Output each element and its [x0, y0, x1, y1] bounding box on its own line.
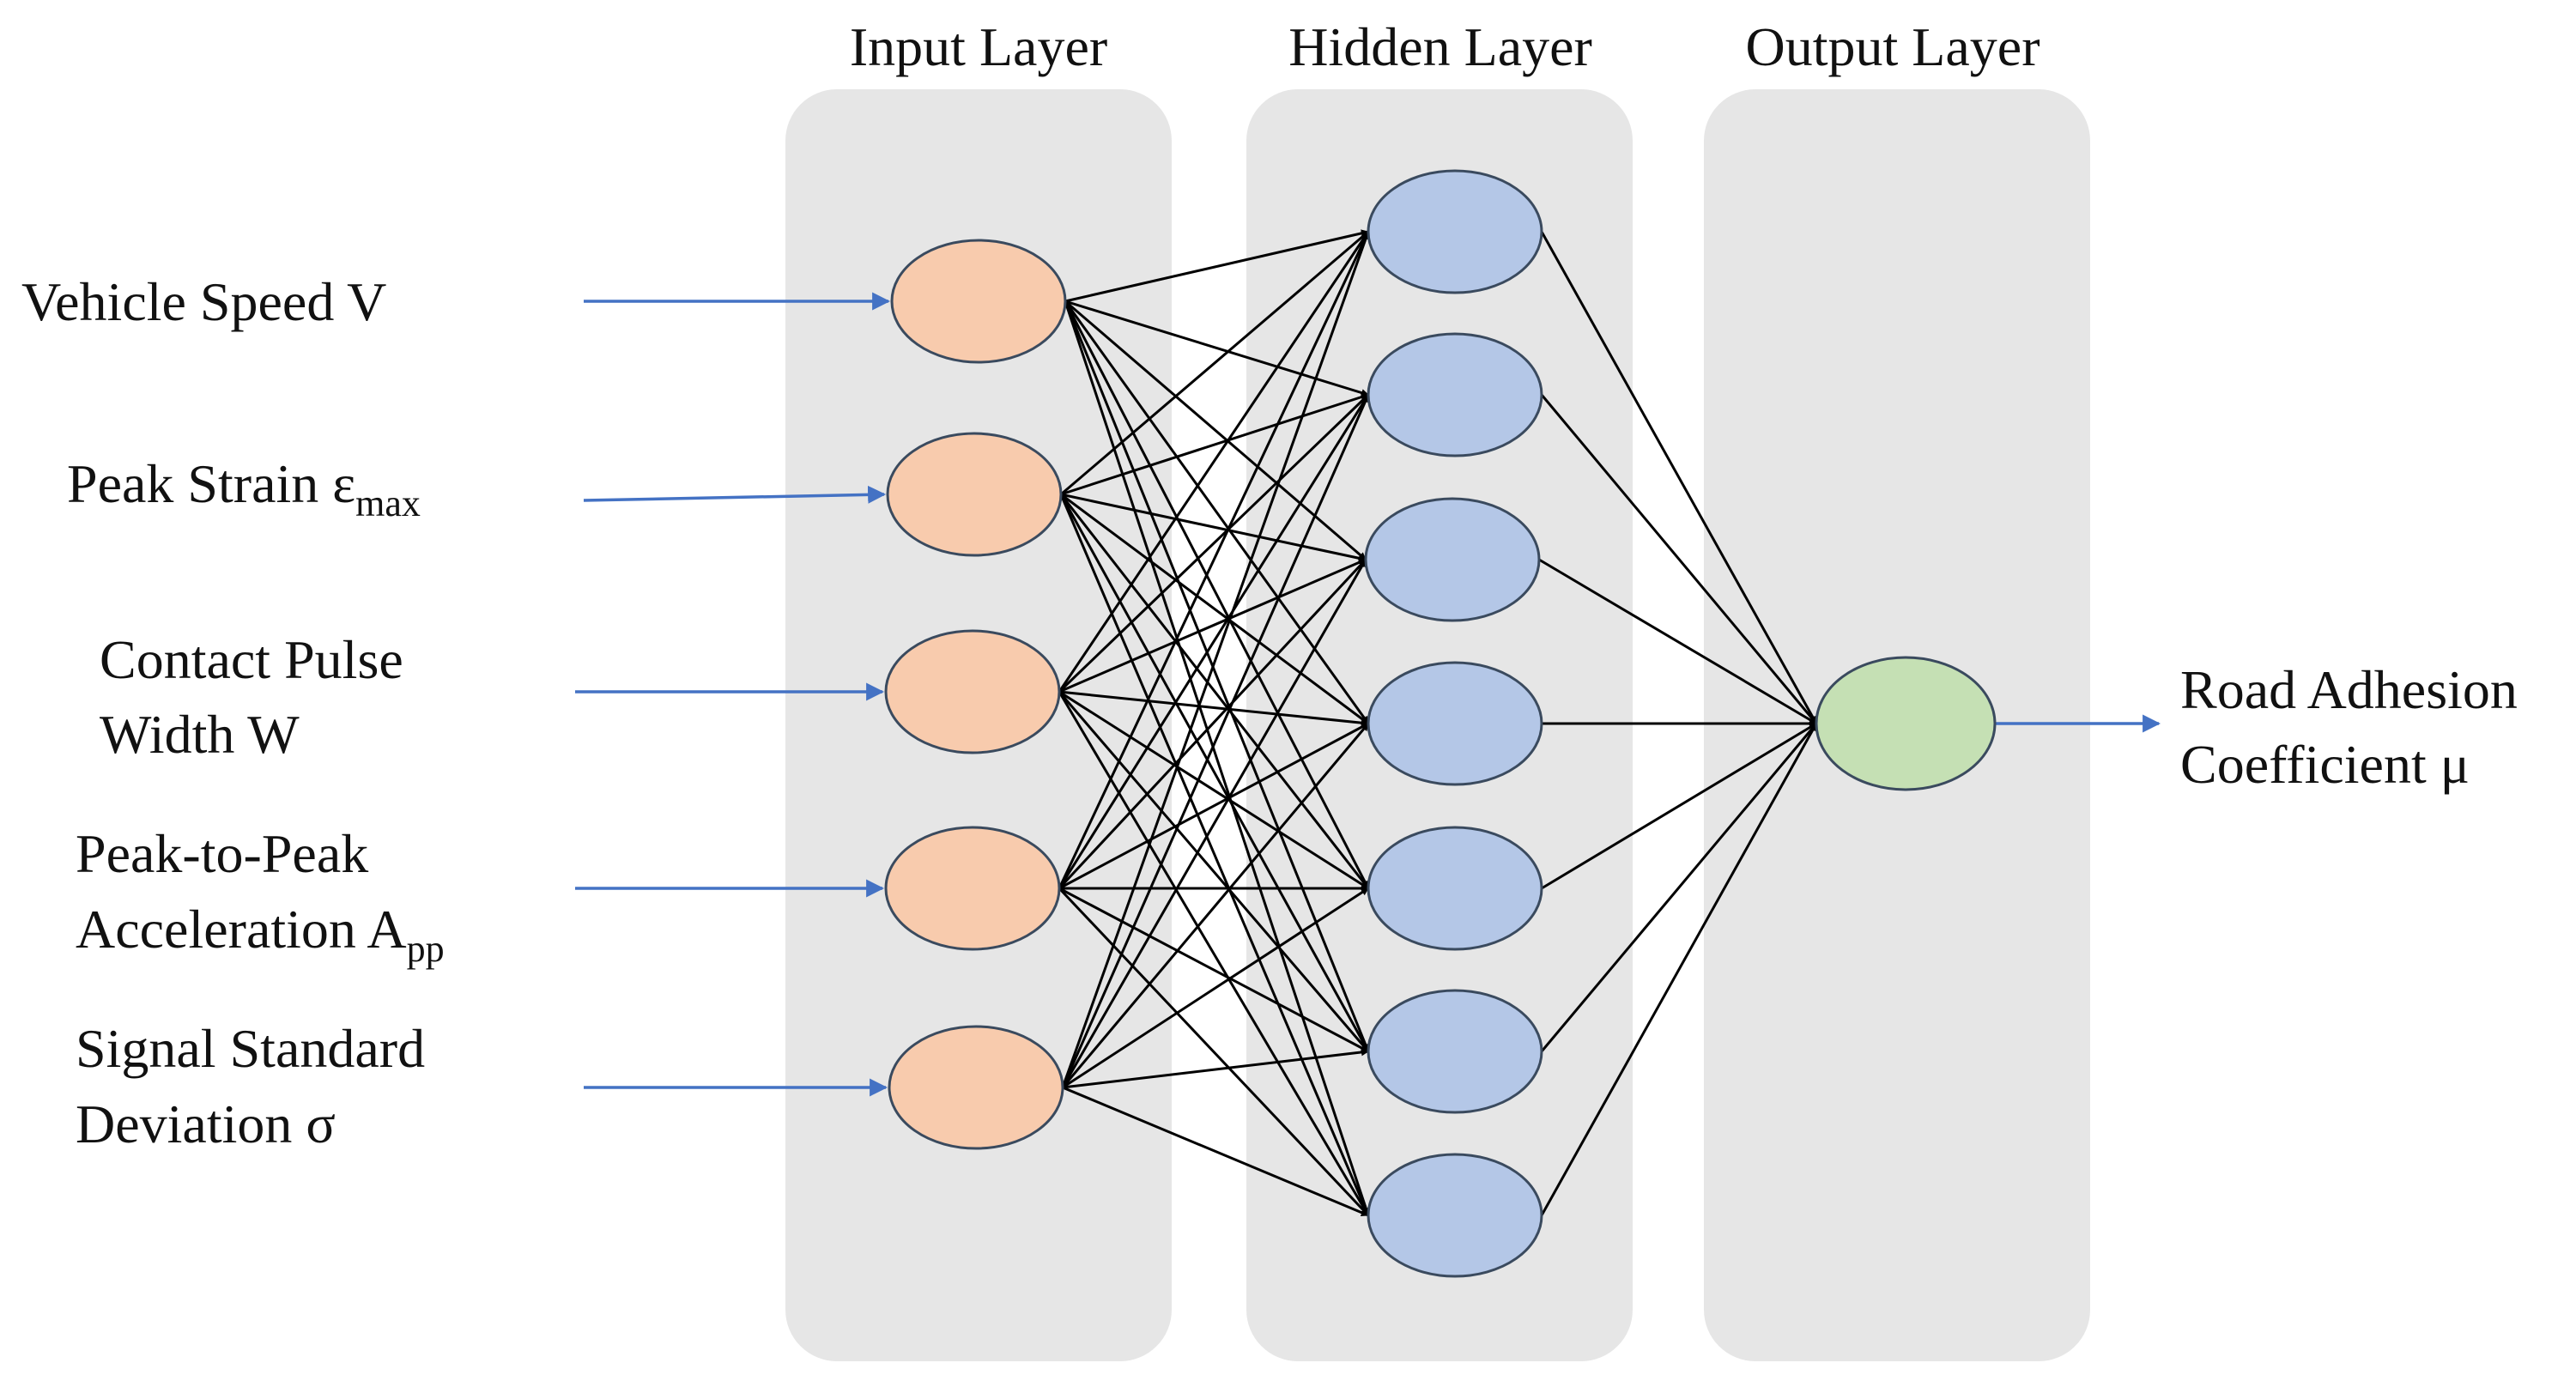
connection-input-1-hidden-2 [1064, 300, 1369, 397]
input-label-4-line-2: Acceleration App [76, 899, 445, 970]
input-label-5-line-1: Signal Standard [76, 1018, 425, 1079]
output-node [1815, 656, 1997, 791]
connection-input-2-hidden-1 [1060, 230, 1369, 496]
output-label-line-1-text: Road Adhesion [2180, 659, 2518, 720]
input-label-4-line-1: Peak-to-Peak [76, 823, 368, 884]
connection-input-4-hidden-2 [1058, 394, 1370, 889]
input-label-2-line-1-subscript: max [355, 482, 421, 524]
connection-input-1-hidden-7 [1064, 300, 1370, 1216]
hidden-node-7 [1367, 1153, 1543, 1278]
connection-hidden-1-output [1540, 231, 1818, 724]
input-label-3-line-2-text: Width W [100, 704, 300, 765]
input-label-2-line-1-text: Peak Strain ε [67, 453, 355, 514]
connection-input-5-hidden-6 [1062, 1048, 1369, 1089]
input-label-4-line-1-text: Peak-to-Peak [76, 823, 368, 884]
connection-input-5-hidden-7 [1062, 1086, 1369, 1217]
connection-input-3-hidden-1 [1058, 231, 1370, 693]
input-node-1 [890, 239, 1067, 364]
connection-input-5-hidden-5 [1062, 887, 1369, 1089]
connection-input-4-hidden-1 [1058, 231, 1370, 889]
input-label-3-line-1: Contact Pulse [100, 629, 403, 690]
hidden-node-1 [1367, 169, 1543, 294]
input-node-2 [886, 432, 1063, 557]
hidden-node-4 [1367, 661, 1543, 786]
output-label-line-2: Coefficient μ [2180, 734, 2470, 795]
input-node-5 [888, 1025, 1064, 1150]
connection-input-4-hidden-4 [1058, 722, 1369, 890]
connection-input-1-hidden-5 [1064, 300, 1370, 889]
input-label-3-line-1-text: Contact Pulse [100, 629, 403, 690]
connections [1058, 229, 1818, 1217]
connection-input-3-hidden-3 [1058, 558, 1367, 694]
hidden-node-6 [1367, 989, 1543, 1114]
connection-input-3-hidden-6 [1058, 691, 1370, 1052]
connection-input-1-hidden-1 [1064, 229, 1369, 303]
nodes [884, 169, 1997, 1278]
layer-titles: Input Layer Hidden Layer Output Layer [850, 16, 2040, 77]
input-label-1-line-1-text: Vehicle Speed V [21, 271, 386, 332]
connection-input-4-hidden-3 [1058, 558, 1367, 890]
connection-input-2-hidden-3 [1060, 493, 1367, 562]
input-label-5-line-1-text: Signal Standard [76, 1018, 425, 1079]
connection-input-1-hidden-4 [1064, 300, 1370, 724]
input-label-1-line-1: Vehicle Speed V [21, 271, 386, 332]
input-layer-title: Input Layer [850, 16, 1107, 77]
connection-input-5-hidden-3 [1061, 559, 1367, 1088]
connection-input-5-hidden-1 [1061, 231, 1370, 1088]
input-node-3 [884, 629, 1061, 754]
input-label-5-line-2-text: Deviation σ [76, 1093, 336, 1154]
hidden-node-2 [1367, 332, 1543, 457]
input-label-2-line-1: Peak Strain εmax [67, 453, 421, 524]
connection-hidden-6-output [1540, 723, 1818, 1052]
input-label-4-line-2-text: Acceleration A [76, 899, 407, 960]
io-arrows [575, 292, 2161, 1097]
connection-hidden-3-output [1538, 558, 1817, 725]
hidden-layer-title: Hidden Layer [1288, 16, 1592, 77]
connection-input-2-hidden-2 [1060, 393, 1369, 496]
connection-input-2-hidden-5 [1059, 494, 1370, 889]
output-label-line-2-text: Coefficient μ [2180, 734, 2470, 795]
input-arrow-2 [583, 485, 887, 504]
connection-hidden-7-output [1540, 723, 1818, 1216]
output-layer-title: Output Layer [1746, 16, 2040, 77]
connection-input-5-hidden-2 [1061, 394, 1370, 1088]
input-label-4-line-2-subscript: pp [407, 928, 445, 970]
input-label-5-line-2: Deviation σ [76, 1093, 336, 1154]
input-node-4 [884, 826, 1061, 951]
connection-hidden-5-output [1541, 722, 1817, 890]
connection-input-3-hidden-2 [1058, 393, 1370, 694]
connection-input-4-hidden-6 [1058, 887, 1369, 1053]
connection-input-5-hidden-4 [1061, 723, 1370, 1088]
input-label-3-line-2: Width W [100, 704, 300, 765]
connection-input-4-hidden-7 [1058, 887, 1370, 1217]
connection-hidden-2-output [1540, 394, 1818, 724]
connection-input-2-hidden-4 [1060, 493, 1369, 725]
connection-input-1-hidden-6 [1064, 300, 1370, 1052]
hidden-node-3 [1364, 497, 1541, 622]
connection-input-3-hidden-5 [1058, 690, 1369, 890]
hidden-node-5 [1367, 826, 1543, 951]
connection-input-3-hidden-4 [1058, 690, 1369, 727]
output-label-line-1: Road Adhesion [2180, 659, 2518, 720]
connection-input-2-hidden-6 [1059, 494, 1370, 1052]
